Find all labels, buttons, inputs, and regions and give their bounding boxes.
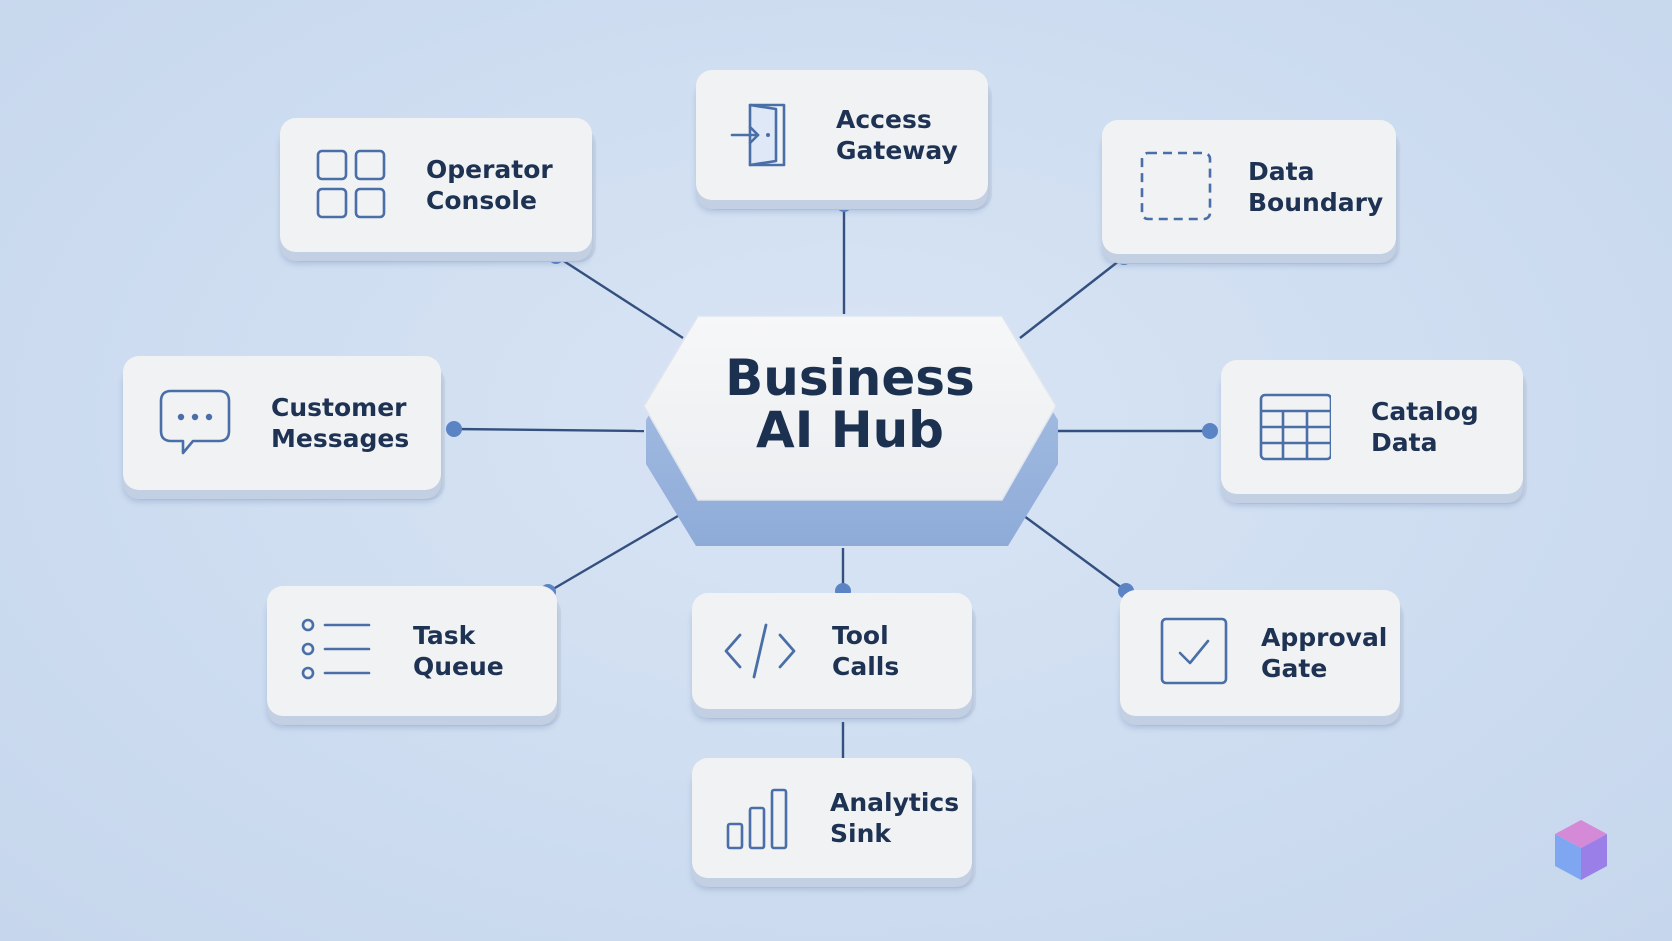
hub-node[interactable]: [640, 314, 1060, 550]
node-tool-calls[interactable]: Tool Calls: [692, 593, 972, 709]
grid-icon: [316, 149, 386, 219]
node-operator-console-label-1: Operator: [426, 155, 553, 184]
cube-logo-icon: [1555, 820, 1607, 880]
node-access-gateway-label-2: Gateway: [836, 136, 958, 165]
edge-operator-console: [555, 254, 684, 340]
node-approval-gate[interactable]: Approval Gate: [1120, 590, 1400, 716]
dashed-square-icon: [1140, 151, 1212, 221]
node-task-queue-label-1: Task: [413, 621, 476, 650]
edge-dot-customer-messages: [446, 421, 462, 437]
node-customer-messages-label-2: Messages: [271, 424, 410, 453]
node-access-gateway[interactable]: Access Gateway: [696, 70, 988, 200]
node-customer-messages-label-1: Customer: [271, 393, 407, 422]
node-approval-gate-label-2: Gate: [1261, 654, 1328, 683]
node-catalog-data-label-2: Data: [1371, 428, 1438, 457]
node-approval-gate-label-1: Approval: [1261, 623, 1388, 652]
node-data-boundary-label-2: Boundary: [1248, 188, 1384, 217]
node-data-boundary[interactable]: Data Boundary: [1102, 120, 1396, 254]
edge-dot-operator-console: [548, 248, 564, 264]
edge-data-boundary: [1019, 256, 1125, 339]
node-tool-calls-label-1: Tool: [832, 621, 889, 650]
node-task-queue-label-2: Queue: [413, 652, 504, 681]
node-access-gateway-label-1: Access: [836, 105, 932, 134]
table-icon: [1259, 393, 1331, 461]
chat-bubble-icon: [159, 389, 231, 455]
list-icon: [301, 618, 371, 680]
node-customer-messages[interactable]: Customer Messages: [123, 356, 441, 490]
node-operator-console-label-2: Console: [426, 186, 537, 215]
edge-approval-gate: [1019, 512, 1127, 592]
edge-customer-messages: [453, 427, 645, 433]
node-analytics-sink-label-2: Sink: [830, 819, 891, 848]
node-tool-calls-label-2: Calls: [832, 652, 900, 681]
node-operator-console[interactable]: Operator Console: [280, 118, 592, 252]
edge-dot-catalog-data: [1202, 423, 1218, 439]
hub-title-line2: AI Hub: [756, 401, 944, 459]
node-data-boundary-label-1: Data: [1248, 157, 1315, 186]
bar-chart-icon: [726, 788, 788, 850]
hub-title-line1: Business: [725, 349, 975, 407]
hub-title: Business AI Hub: [640, 352, 1060, 456]
node-task-queue[interactable]: Task Queue: [267, 586, 557, 716]
checkbox-icon: [1160, 617, 1228, 685]
edge-task-queue: [547, 511, 684, 594]
door-enter-icon: [730, 103, 786, 167]
edge-dot-access-gateway: [836, 196, 852, 212]
node-analytics-sink[interactable]: Analytics Sink: [692, 758, 972, 878]
node-analytics-sink-label-1: Analytics: [830, 788, 960, 817]
node-catalog-data[interactable]: Catalog Data: [1221, 360, 1523, 494]
node-catalog-data-label-1: Catalog: [1371, 397, 1479, 426]
code-icon: [724, 623, 796, 679]
